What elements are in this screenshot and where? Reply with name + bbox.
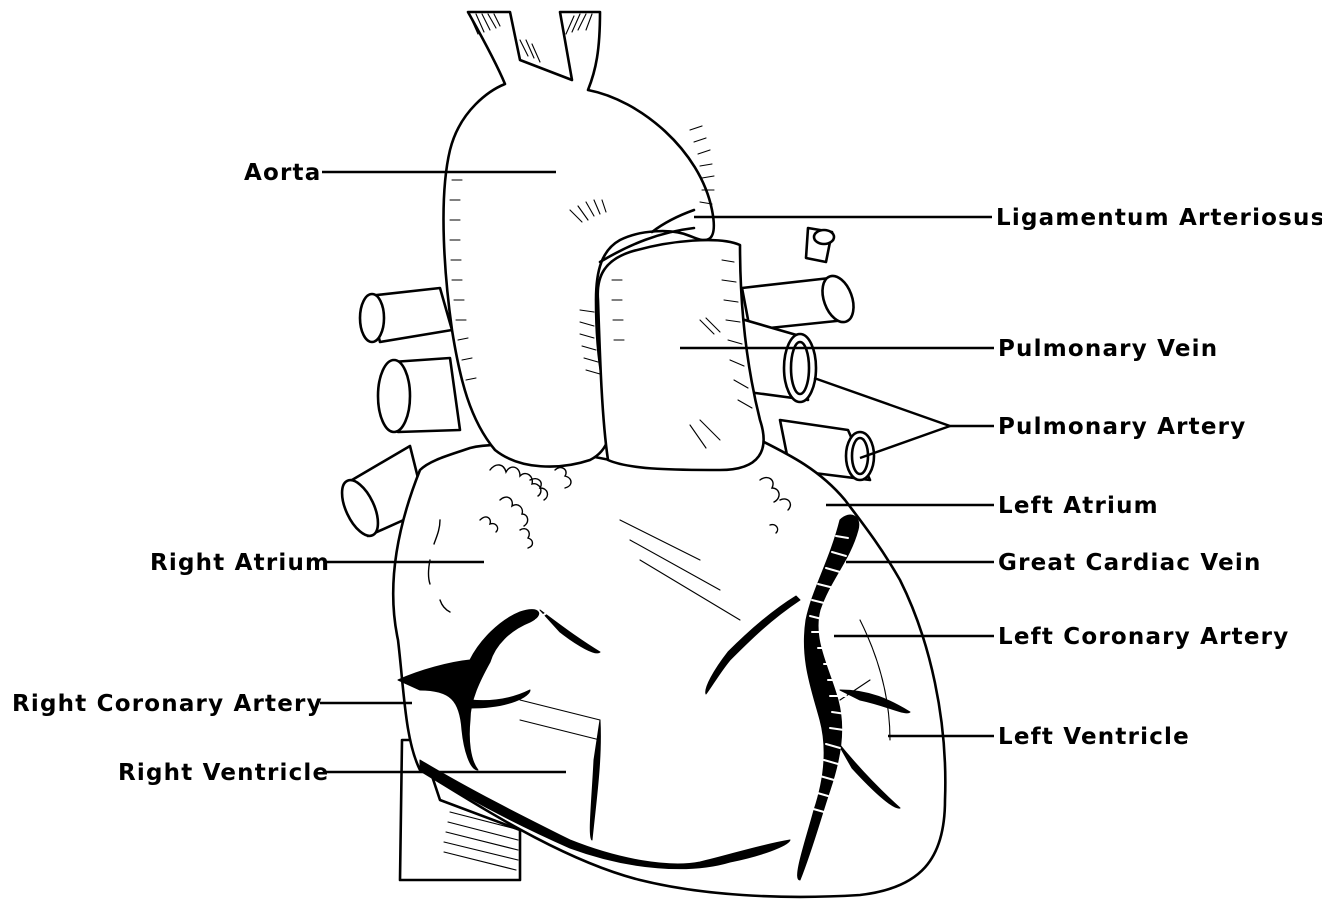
label-pulmonary-artery: Pulmonary Artery (998, 414, 1246, 440)
label-left-coronary-artery: Left Coronary Artery (998, 624, 1289, 650)
leader-pulmonary-artery (814, 378, 994, 426)
label-left-ventricle: Left Ventricle (998, 724, 1190, 750)
pulmonary-trunk (598, 240, 764, 470)
label-right-coronary-artery: Right Coronary Artery (12, 691, 323, 717)
heart-illustration (335, 12, 946, 897)
label-right-ventricle: Right Ventricle (118, 760, 329, 786)
label-pulmonary-vein: Pulmonary Vein (998, 336, 1218, 362)
label-right-atrium: Right Atrium (150, 550, 330, 576)
leader-pulmonary-artery-2 (860, 426, 950, 458)
label-left-atrium: Left Atrium (998, 493, 1159, 519)
label-great-cardiac-vein: Great Cardiac Vein (998, 550, 1262, 576)
label-aorta: Aorta (244, 160, 321, 186)
label-ligamentum-arteriosus: Ligamentum Arteriosus (996, 205, 1322, 231)
